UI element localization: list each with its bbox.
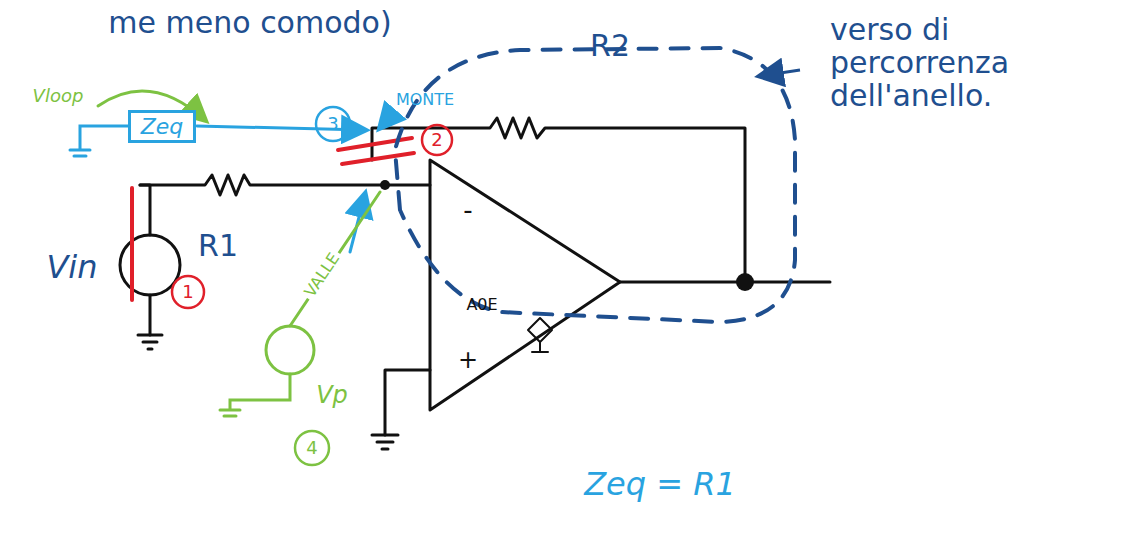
callout-number: 3 — [327, 114, 338, 134]
circuit-label: A0E — [466, 296, 497, 314]
impedance-box: Zeq — [128, 110, 196, 143]
circuit-label: - — [463, 196, 472, 225]
impedance-label: Zeq — [141, 114, 184, 139]
circuit-label: verso di percorrenza dell'anello. — [830, 13, 1100, 112]
circuit-label: Vp — [316, 382, 348, 408]
circuit-label: Vin — [46, 250, 97, 285]
circuit-label: R2 — [590, 29, 630, 62]
circuit-label: Vloop — [33, 86, 84, 106]
circuit-label: + — [458, 347, 478, 373]
circuit-label: VALLE — [299, 247, 344, 302]
callout-number: 4 — [306, 438, 317, 458]
circuit-label: R1 — [198, 229, 238, 262]
circuit-label: Zeq = R1 — [584, 467, 736, 502]
callout-number: 2 — [431, 130, 442, 150]
callout-number: 1 — [182, 282, 193, 302]
circuit-label: me meno comodo) — [108, 6, 391, 39]
circuit-label: MONTE — [396, 91, 454, 109]
